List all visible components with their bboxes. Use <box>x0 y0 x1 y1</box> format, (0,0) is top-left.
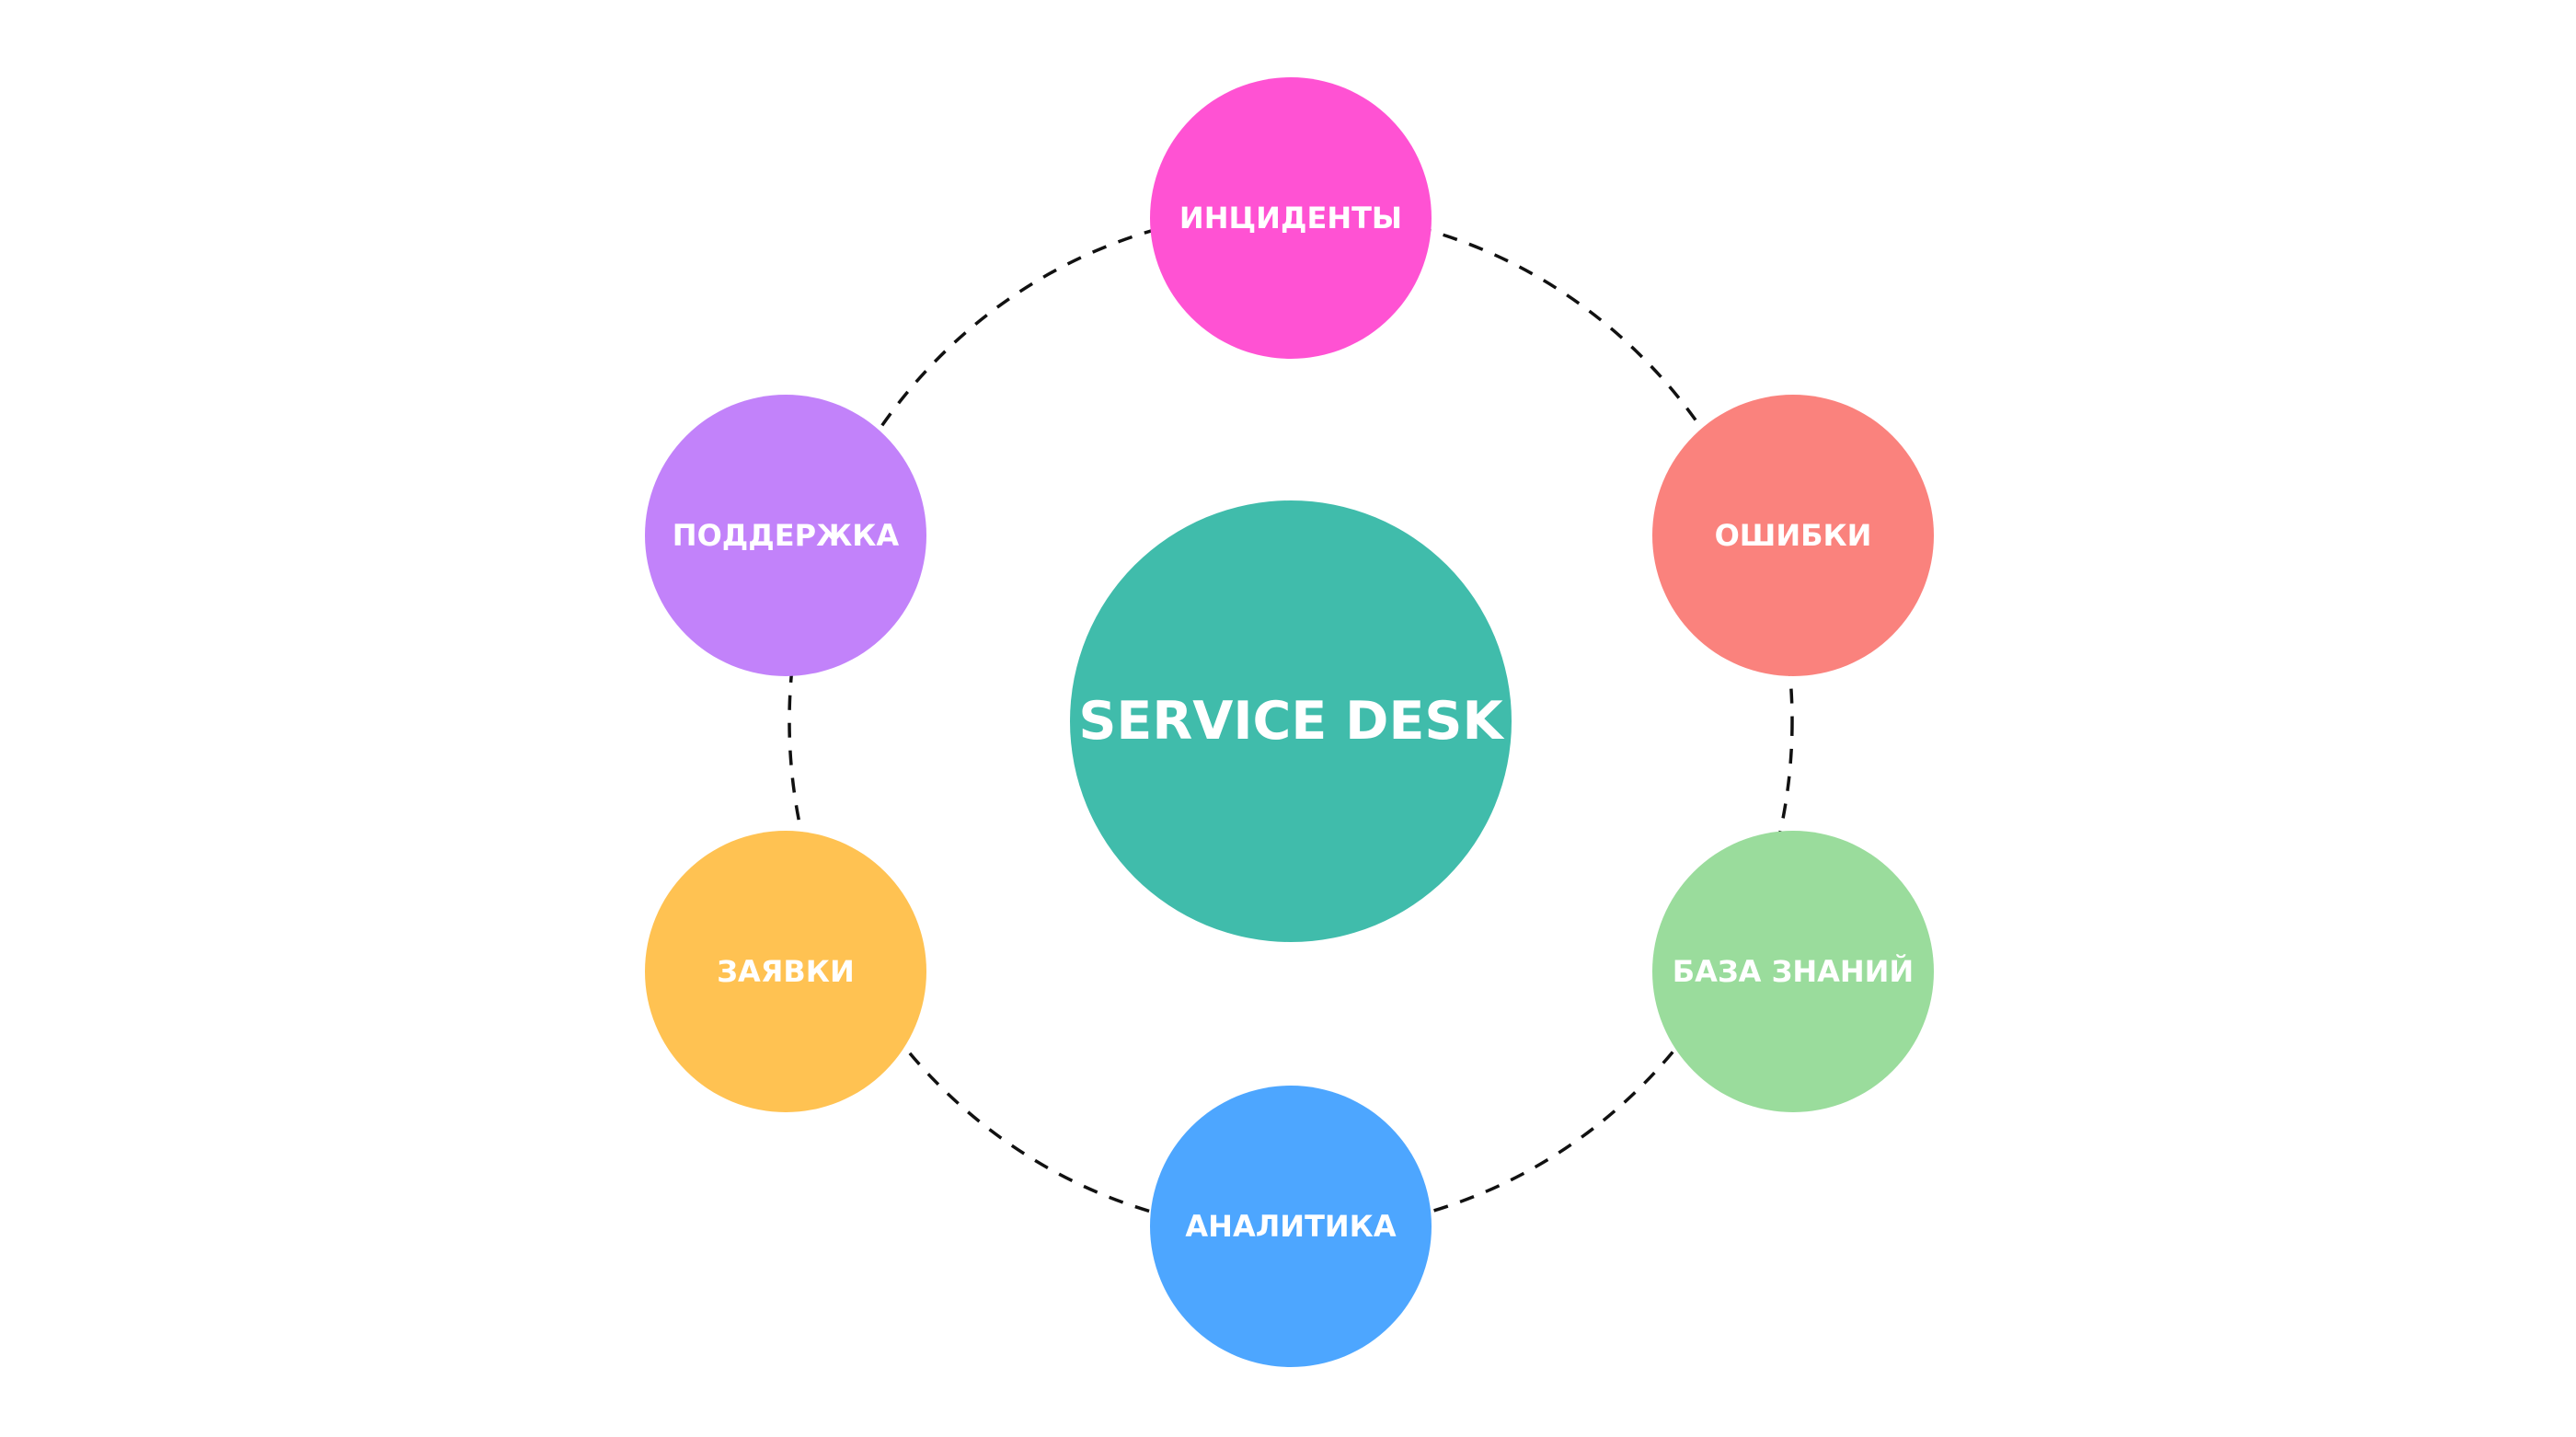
node-requests: ЗАЯВКИ <box>645 831 926 1112</box>
node-incidents: ИНЦИДЕНТЫ <box>1150 77 1432 359</box>
node-support-label: ПОДДЕРЖКА <box>672 518 900 553</box>
node-support: ПОДДЕРЖКА <box>645 395 926 676</box>
node-errors-label: ОШИБКИ <box>1714 518 1872 553</box>
node-knowledge-base-label: БАЗА ЗНАНИЙ <box>1672 954 1915 989</box>
node-knowledge-base: БАЗА ЗНАНИЙ <box>1652 831 1934 1112</box>
node-analytics-label: АНАЛИТИКА <box>1185 1209 1397 1244</box>
node-analytics: АНАЛИТИКА <box>1150 1086 1432 1367</box>
node-requests-label: ЗАЯВКИ <box>717 954 855 989</box>
node-errors: ОШИБКИ <box>1652 395 1934 676</box>
node-incidents-label: ИНЦИДЕНТЫ <box>1179 201 1403 236</box>
center-node-label: SERVICE DESK <box>1078 691 1503 752</box>
center-node-service-desk: SERVICE DESK <box>1070 500 1512 942</box>
